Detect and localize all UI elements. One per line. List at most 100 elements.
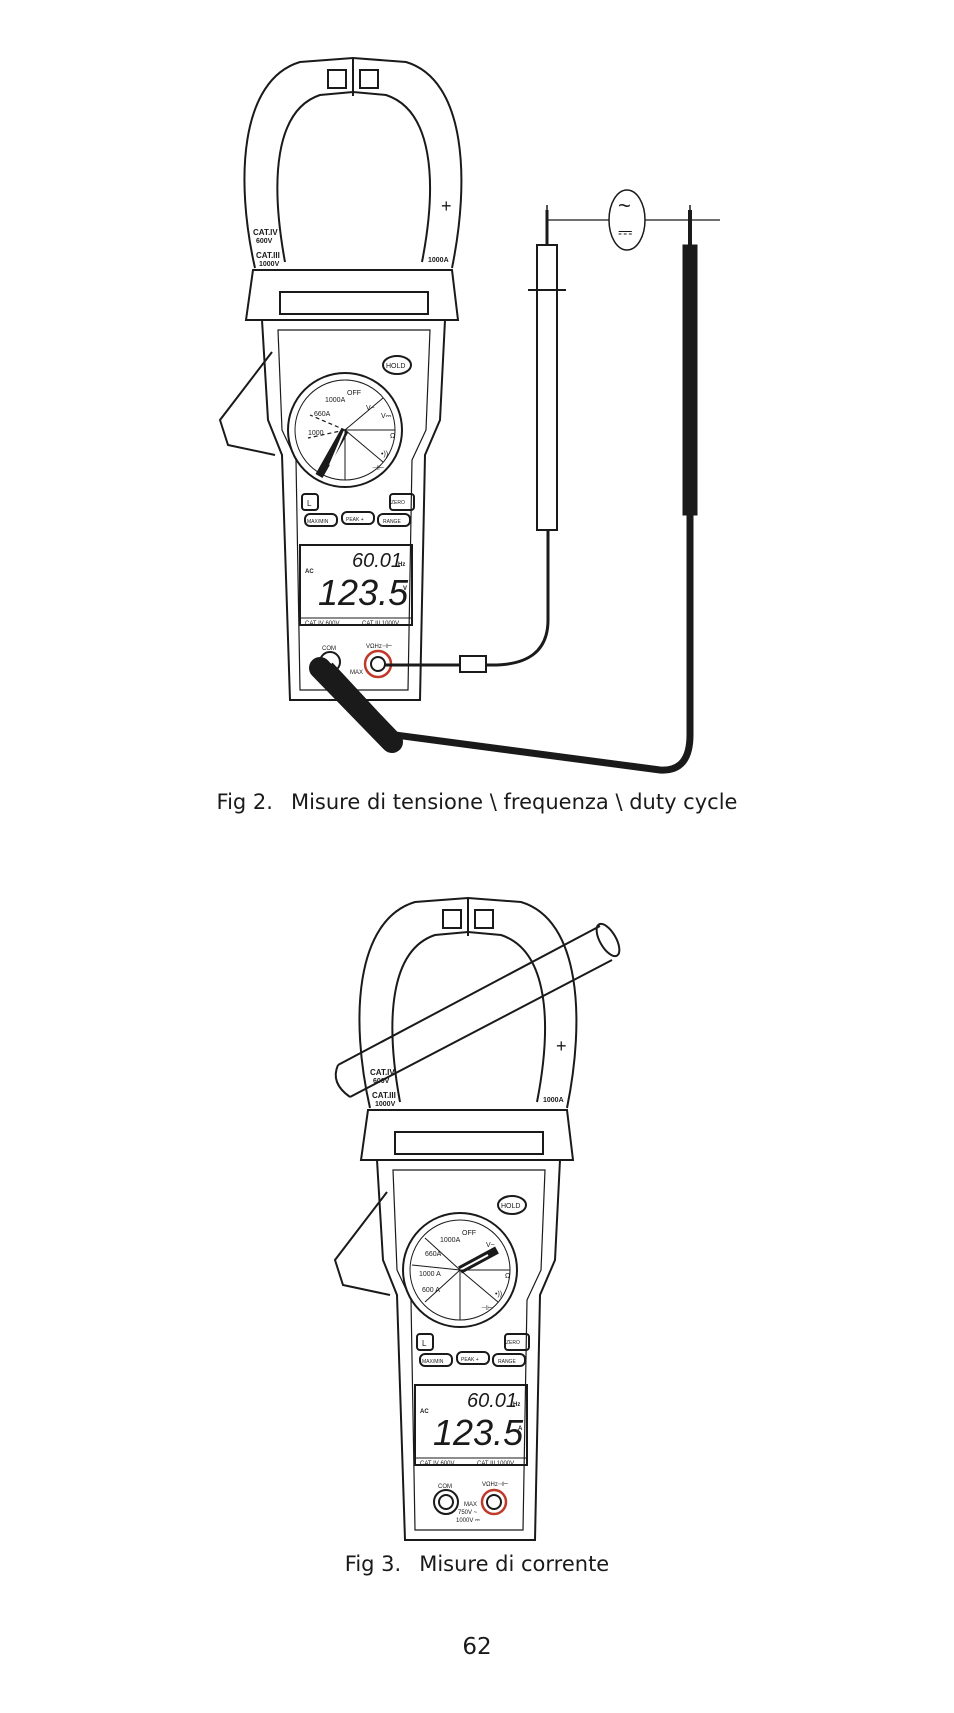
collar [359,1109,575,1161]
rotary-dial [402,1212,518,1328]
jaw-inner [391,930,546,1103]
jaw-tab-right [474,909,494,929]
svg-text:+: + [441,196,452,216]
dial-label: •)) [495,1291,502,1298]
svg-text:CAT.IV: CAT.IV [370,1068,395,1077]
meter-body [260,319,447,701]
svg-text:MAX: MAX [464,1502,477,1508]
dial-label: V⎓ [381,413,392,420]
peak-button [456,1351,490,1365]
lcd-screen [414,1384,528,1466]
svg-text:RANGE: RANGE [383,519,401,525]
lcd-mode: AC [305,569,314,575]
svg-text:COM: COM [322,646,336,652]
svg-text:CAT III 1000V: CAT III 1000V [362,621,399,627]
dial-label: OFF [462,1230,476,1237]
jaw-tab-left [442,909,462,929]
v-jack [480,1488,508,1516]
svg-text:+: + [556,1036,567,1056]
zero-button [504,1333,530,1351]
svg-text:VΩHz⊣⊢: VΩHz⊣⊢ [482,1481,508,1488]
dial-label: Ω [505,1273,510,1280]
svg-text:1000V ⎓: 1000V ⎓ [456,1518,480,1524]
figure-3-drawing: CAT.IV 600V CAT.III 1000V 1000A + HOLD O… [333,896,621,1541]
lcd-main-reading: 123.5 [433,1412,524,1453]
lcd-small-reading: 60.01 [352,550,402,572]
svg-text:PEAK +: PEAK + [461,1357,479,1363]
figure-2-caption: Fig 2. Misure di tensione \ frequenza \ d… [0,790,954,814]
dial-label: ⊣⊢ [481,1305,493,1312]
l-button [416,1333,434,1351]
rotary-dial [287,372,403,488]
trigger [333,1191,391,1296]
svg-text:600V: 600V [373,1078,390,1085]
svg-text:Hz: Hz [513,1402,520,1408]
dial-label: 1000 [308,430,324,437]
dial-label: 1000A [325,397,346,404]
figure-3-caption: Fig 3. Misure di corrente [0,1552,954,1576]
caption-text: Misure di tensione \ frequenza \ duty cy… [290,790,738,814]
dial-label: 660A [425,1251,442,1258]
peak-button [341,511,375,525]
dial-label: V~ [486,1242,495,1249]
dial-label: Ω [390,433,395,440]
svg-text:Hz: Hz [398,562,405,568]
meter-body [375,1159,562,1541]
svg-text:HOLD: HOLD [386,363,405,370]
svg-text:MAX/MIN: MAX/MIN [307,519,329,525]
lcd-small-reading: 60.01 [467,1390,517,1412]
svg-text:HOLD: HOLD [501,1203,520,1210]
dial-label: ⊣⊢ [372,465,384,472]
source-dc-symbol: ⎓ [618,222,632,242]
svg-text:L: L [422,1339,427,1348]
svg-text:COM: COM [438,1484,452,1490]
svg-text:1000V: 1000V [375,1101,396,1108]
black-plug [309,657,403,753]
svg-text:CAT.III: CAT.III [372,1091,396,1100]
svg-text:1000V: 1000V [259,261,280,268]
svg-text:CAT III 1000V: CAT III 1000V [477,1461,514,1467]
lcd-mode: AC [420,1409,429,1415]
hold-button [382,355,412,375]
zero-button [389,493,415,511]
svg-text:L: L [307,499,312,508]
dial-label: 660A [314,411,331,418]
lcd-screen [299,544,413,626]
collar [244,269,460,321]
jaw-cat-iii: CAT.III [256,251,280,260]
hold-button [497,1195,527,1215]
dial-label: OFF [347,390,361,397]
svg-text:MAX/MIN: MAX/MIN [422,1359,444,1365]
dial-label: •)) [381,451,388,458]
dial-label: 1000 A [419,1271,441,1278]
svg-text:CAT IV 600V: CAT IV 600V [305,621,339,627]
dial-label: 600 A [422,1287,440,1294]
l-button [301,493,319,511]
jaw-rating: 1000A [428,257,449,264]
page-number: 62 [462,1634,492,1660]
svg-text:600V: 600V [256,238,273,245]
range-button [377,513,411,527]
source-symbol [608,189,646,251]
svg-text:RANGE: RANGE [498,1359,516,1365]
svg-text:MAX: MAX [350,670,363,676]
jaw-tab-right [359,69,379,89]
svg-text:750V ~: 750V ~ [458,1510,478,1516]
svg-text:ZERO: ZERO [391,500,405,506]
conductor [337,925,613,1098]
svg-text:V: V [403,586,407,592]
svg-text:VΩHz⊣⊢: VΩHz⊣⊢ [366,643,392,650]
caption-number: Fig 3. [344,1552,402,1576]
figure-2-drawing: CAT.IV 600V CAT.III 1000V 1000A + HOLD O… [218,56,720,774]
jaw-cat-iv: CAT.IV [253,228,278,237]
svg-text:ZERO: ZERO [506,1340,520,1346]
range-button [492,1353,526,1367]
trigger [218,351,276,456]
maxmin-button [419,1353,453,1367]
dial-label: V~ [366,405,375,412]
caption-text: Misure di corrente [419,1552,610,1576]
maxmin-button [304,513,338,527]
caption-number: Fig 2. [216,790,273,814]
svg-text:CAT IV 600V: CAT IV 600V [420,1461,454,1467]
svg-text:1000A: 1000A [543,1097,564,1104]
